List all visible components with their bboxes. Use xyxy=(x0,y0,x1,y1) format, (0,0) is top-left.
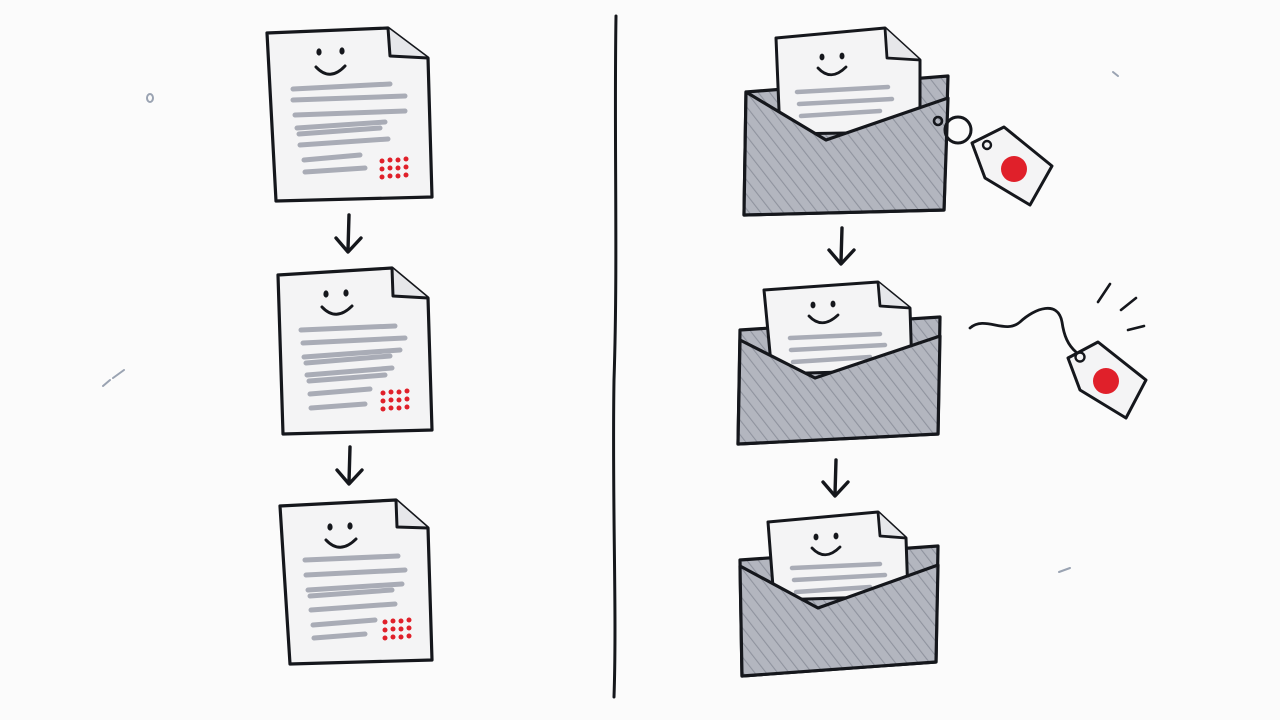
folded-corner xyxy=(883,27,921,62)
envelope-front xyxy=(742,90,950,217)
document-2 xyxy=(276,266,434,436)
folded-corner xyxy=(876,281,911,310)
speck xyxy=(1112,71,1119,77)
text-lines xyxy=(298,323,408,411)
folded-corner xyxy=(876,511,907,540)
speck xyxy=(146,93,154,103)
folded-corner xyxy=(394,499,429,530)
envelope-1 xyxy=(742,26,1054,217)
speck xyxy=(1058,567,1071,573)
red-dot-grid-icon xyxy=(382,617,412,641)
motion-lines xyxy=(1096,282,1146,332)
down-arrow-icon xyxy=(335,445,364,486)
envelope-front xyxy=(738,563,940,678)
down-arrow-icon xyxy=(827,226,856,266)
tag-string xyxy=(968,306,1078,354)
specks xyxy=(102,71,1119,573)
tag-hole xyxy=(1074,351,1086,363)
red-dot-icon xyxy=(1093,368,1119,394)
envelope-3 xyxy=(738,510,940,678)
smiley-face-icon xyxy=(807,300,840,325)
price-tag-detached xyxy=(968,282,1148,420)
smiley-face-icon xyxy=(816,52,848,77)
red-dot-icon xyxy=(1001,156,1027,182)
document-3 xyxy=(278,498,434,666)
speck xyxy=(102,369,125,387)
down-arrow-icon xyxy=(821,458,850,498)
document-1 xyxy=(265,26,434,203)
text-lines xyxy=(789,561,888,595)
smiley-face-icon xyxy=(324,522,358,549)
smiley-face-icon xyxy=(320,289,354,316)
text-lines xyxy=(794,84,895,119)
envelope-2 xyxy=(736,280,942,446)
text-lines xyxy=(290,81,408,175)
red-dot-grid-icon xyxy=(379,156,409,180)
down-arrow-icon xyxy=(334,213,363,254)
smiley-face-icon xyxy=(810,532,842,557)
red-dot-grid-icon xyxy=(380,388,410,412)
smiley-face-icon xyxy=(314,47,347,76)
text-lines xyxy=(302,553,408,641)
vertical-divider-line xyxy=(612,14,618,699)
folded-corner xyxy=(386,27,429,60)
tag-hook xyxy=(932,115,944,127)
price-tag-attached xyxy=(932,115,1054,207)
tag-ring xyxy=(943,115,973,145)
tag-hole xyxy=(981,139,993,151)
envelope-front xyxy=(736,334,942,446)
folded-corner xyxy=(390,267,429,300)
text-lines xyxy=(787,331,888,365)
